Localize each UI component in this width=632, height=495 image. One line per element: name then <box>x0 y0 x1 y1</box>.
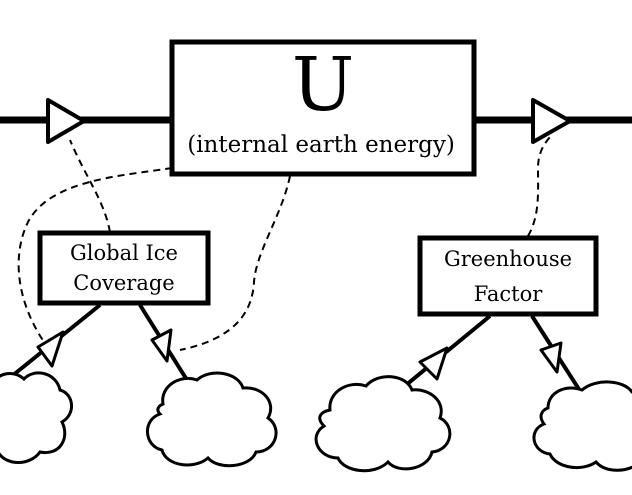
stock-description: (internal earth energy) <box>187 132 455 158</box>
info-links <box>17 134 553 351</box>
link-greenhouse-to-outflow-valve <box>527 134 553 237</box>
converter-ice-line1: Global Ice <box>70 241 178 265</box>
converter-greenhouse-line2: Factor <box>474 282 544 306</box>
greenhouse-right-valve-icon <box>539 341 563 374</box>
cloud-icon <box>146 371 278 468</box>
greenhouse-left-valve-icon <box>418 346 449 381</box>
stock-box <box>169 39 477 177</box>
link-stock-to-ice-right-valve <box>179 175 291 351</box>
link-ice-to-inflow-valve <box>69 139 111 233</box>
outflow-valve-icon <box>531 98 572 144</box>
cloud-icon <box>0 371 73 464</box>
inflow-valve-icon <box>46 98 86 144</box>
link-stock-to-ice-left-valve <box>17 167 173 343</box>
stock-symbol: U <box>292 42 354 128</box>
converter-ice-line2: Coverage <box>73 271 174 295</box>
cloud-icon <box>532 380 632 472</box>
cloud-icon <box>314 375 452 473</box>
ice-left-valve-icon <box>36 330 65 368</box>
converter-greenhouse-line1: Greenhouse <box>444 247 572 271</box>
converter-global-ice-coverage <box>37 230 211 306</box>
ice-right-valve-icon <box>150 328 173 363</box>
converter-greenhouse-factor <box>417 235 599 317</box>
